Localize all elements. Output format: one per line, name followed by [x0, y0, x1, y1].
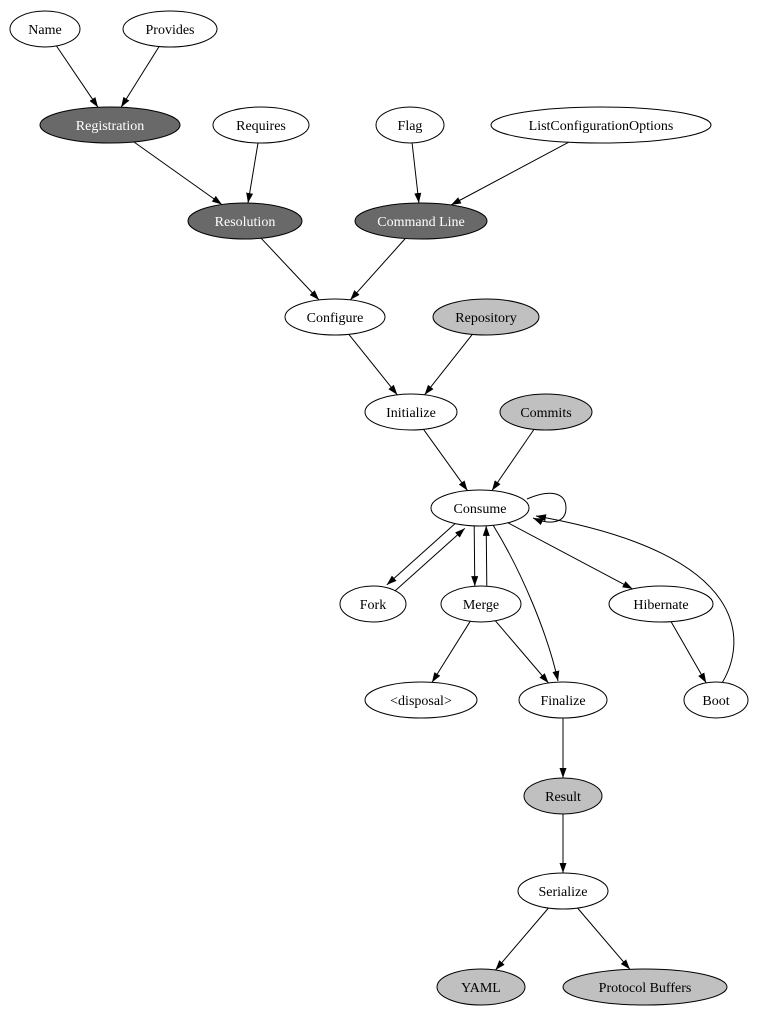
edge-merge-disposal — [431, 621, 471, 683]
edge-merge-finalize — [495, 620, 549, 684]
node-label-serialize: Serialize — [539, 885, 588, 900]
node-shape-repository — [432, 298, 540, 336]
node-shape-result — [523, 777, 603, 815]
edge-provides-registration — [120, 46, 160, 108]
node-shape-initialize — [364, 393, 458, 431]
edge-consume-finalize — [492, 524, 560, 682]
edge-layer — [56, 45, 735, 971]
node-label-registration: Registration — [76, 119, 144, 134]
node-label-finalize: Finalize — [540, 694, 585, 709]
node-boot: Boot — [683, 681, 749, 719]
node-fork: Fork — [339, 585, 407, 623]
node-configure: Configure — [284, 298, 386, 336]
node-label-list_configuration_options: ListConfigurationOptions — [529, 119, 674, 134]
node-shape-resolution — [187, 202, 303, 240]
node-finalize: Finalize — [518, 681, 608, 719]
node-shape-requires — [212, 106, 310, 144]
edge-registration-resolution — [133, 141, 223, 205]
node-shape-hibernate — [608, 585, 714, 623]
node-shape-provides — [122, 10, 218, 48]
node-label-configure: Configure — [307, 311, 364, 326]
node-shape-consume — [430, 489, 530, 527]
node-shape-configure — [284, 298, 386, 336]
node-shape-flag — [375, 106, 445, 144]
edge-serialize-yaml — [495, 907, 549, 971]
node-label-hibernate: Hibernate — [633, 598, 688, 613]
node-shape-command_line — [354, 202, 488, 240]
edge-initialize-consume — [423, 429, 468, 491]
node-commits: Commits — [499, 393, 593, 431]
node-label-resolution: Resolution — [215, 215, 276, 230]
node-consume: Consume — [430, 489, 530, 527]
node-hibernate: Hibernate — [608, 585, 714, 623]
edge-merge-consume — [482, 525, 490, 586]
edge-consume-merge — [471, 526, 479, 587]
edge-configure-initialize — [348, 333, 398, 396]
node-shape-yaml — [436, 968, 526, 1006]
node-label-name: Name — [28, 23, 61, 38]
node-resolution: Resolution — [187, 202, 303, 240]
edge-consume-hibernate — [507, 522, 633, 590]
node-shape-serialize — [517, 872, 609, 910]
node-label-command_line: Command Line — [377, 215, 465, 230]
edge-boot-consume — [535, 514, 735, 684]
edge-flag-command_line — [411, 142, 422, 204]
node-label-commits: Commits — [520, 406, 571, 421]
node-shape-name — [9, 10, 81, 48]
node-name: Name — [9, 10, 81, 48]
node-label-protocol_buffers: Protocol Buffers — [599, 981, 692, 996]
node-result: Result — [523, 777, 603, 815]
node-shape-commits — [499, 393, 593, 431]
node-repository: Repository — [432, 298, 540, 336]
node-label-boot: Boot — [702, 694, 729, 709]
node-label-provides: Provides — [146, 23, 195, 38]
node-provides: Provides — [122, 10, 218, 48]
node-shape-fork — [339, 585, 407, 623]
node-label-consume: Consume — [454, 502, 507, 517]
node-command_line: Command Line — [354, 202, 488, 240]
edge-fork-consume — [393, 528, 466, 593]
node-shape-finalize — [518, 681, 608, 719]
node-flag: Flag — [375, 106, 445, 144]
edge-serialize-protocol_buffers — [577, 907, 631, 970]
node-merge: Merge — [440, 585, 522, 623]
node-shape-list_configuration_options — [490, 106, 712, 144]
node-label-merge: Merge — [463, 598, 499, 613]
edge-list_configuration_options-command_line — [450, 141, 569, 206]
node-shape-boot — [683, 681, 749, 719]
node-label-flag: Flag — [398, 119, 423, 134]
edge-resolution-configure — [260, 237, 320, 301]
edge-repository-initialize — [424, 334, 473, 396]
node-disposal: <disposal> — [364, 681, 478, 719]
node-label-initialize: Initialize — [386, 406, 436, 421]
node-list_configuration_options: ListConfigurationOptions — [490, 106, 712, 144]
edge-hibernate-boot — [670, 621, 707, 684]
node-initialize: Initialize — [364, 393, 458, 431]
edge-commits-consume — [491, 429, 535, 491]
node-label-fork: Fork — [360, 598, 386, 613]
node-shape-protocol_buffers — [562, 968, 728, 1006]
node-shape-registration — [39, 106, 181, 144]
node-label-requires: Requires — [236, 119, 286, 134]
node-yaml: YAML — [436, 968, 526, 1006]
edge-consume-fork — [386, 520, 459, 586]
node-protocol_buffers: Protocol Buffers — [562, 968, 728, 1006]
edge-name-registration — [56, 45, 99, 108]
node-registration: Registration — [39, 106, 181, 144]
node-requires: Requires — [212, 106, 310, 144]
node-shape-disposal — [364, 681, 478, 719]
node-label-disposal: <disposal> — [390, 694, 452, 709]
node-label-repository: Repository — [455, 311, 516, 326]
node-serialize: Serialize — [517, 872, 609, 910]
edge-consume-consume — [526, 492, 567, 526]
node-shape-merge — [440, 585, 522, 623]
node-label-yaml: YAML — [461, 981, 501, 996]
edge-command_line-configure — [349, 238, 406, 301]
edge-requires-resolution — [246, 142, 259, 204]
node-label-result: Result — [545, 790, 581, 805]
